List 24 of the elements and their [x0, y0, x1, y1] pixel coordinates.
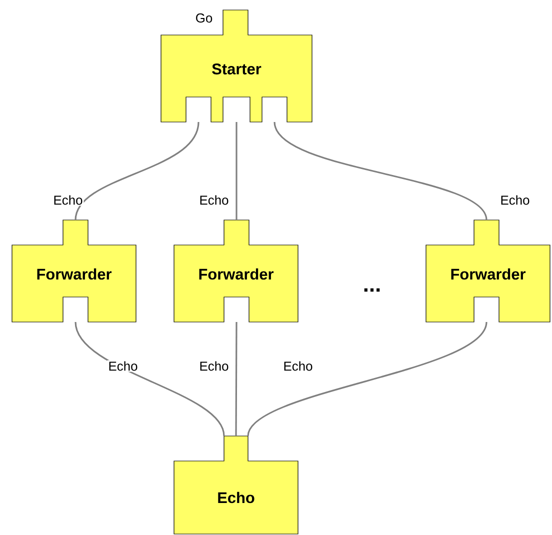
- component-block: [160, 10, 312, 122]
- edge-label: Echo: [284, 361, 312, 371]
- node-label: Forwarder: [451, 268, 526, 280]
- ellipsis: ...: [364, 288, 380, 292]
- connector-line: [74, 122, 200, 220]
- connector-line: [274, 122, 488, 220]
- component-block: [426, 220, 550, 322]
- edge-label: Echo: [54, 195, 82, 205]
- node-label: Echo: [218, 492, 254, 504]
- node-label: Starter: [212, 64, 262, 74]
- component-block: [174, 436, 298, 534]
- component-block: [12, 220, 136, 322]
- port-label: Go: [196, 13, 212, 23]
- connector-line: [236, 122, 238, 220]
- connector-line: [235, 322, 238, 436]
- node-label: Forwarder: [37, 268, 112, 280]
- connector-line: [247, 322, 488, 436]
- edge-label: Echo: [109, 361, 138, 371]
- edge-label: Echo: [200, 195, 228, 205]
- edge-label: Echo: [200, 361, 228, 371]
- component-block: [174, 220, 298, 322]
- node-label: Forwarder: [199, 268, 274, 280]
- edge-label: Echo: [501, 195, 530, 205]
- connector-line: [74, 322, 225, 436]
